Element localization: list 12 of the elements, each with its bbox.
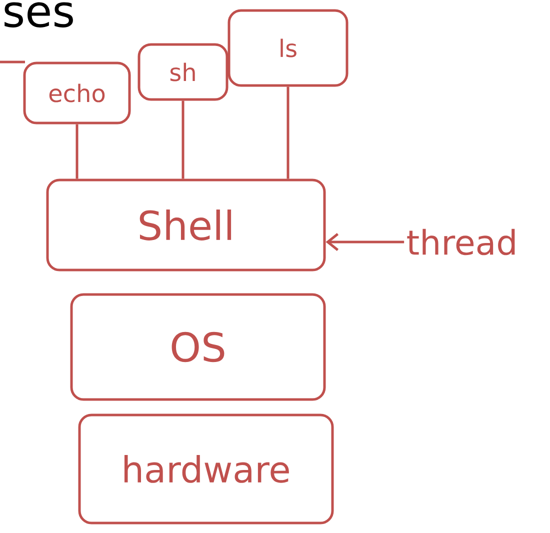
connector-line <box>182 100 184 179</box>
layer-box: hardware <box>78 414 334 524</box>
process-box: sh <box>138 43 228 101</box>
edge-text: thread <box>407 228 515 256</box>
process-box: ls <box>228 9 348 87</box>
arrow <box>326 233 404 251</box>
connector-line <box>286 86 290 179</box>
title: ses <box>4 2 73 28</box>
layer-box: OS <box>70 293 326 401</box>
connector-line <box>76 124 78 179</box>
process-box: echo <box>23 62 131 124</box>
layer-box: Shell <box>46 178 326 272</box>
